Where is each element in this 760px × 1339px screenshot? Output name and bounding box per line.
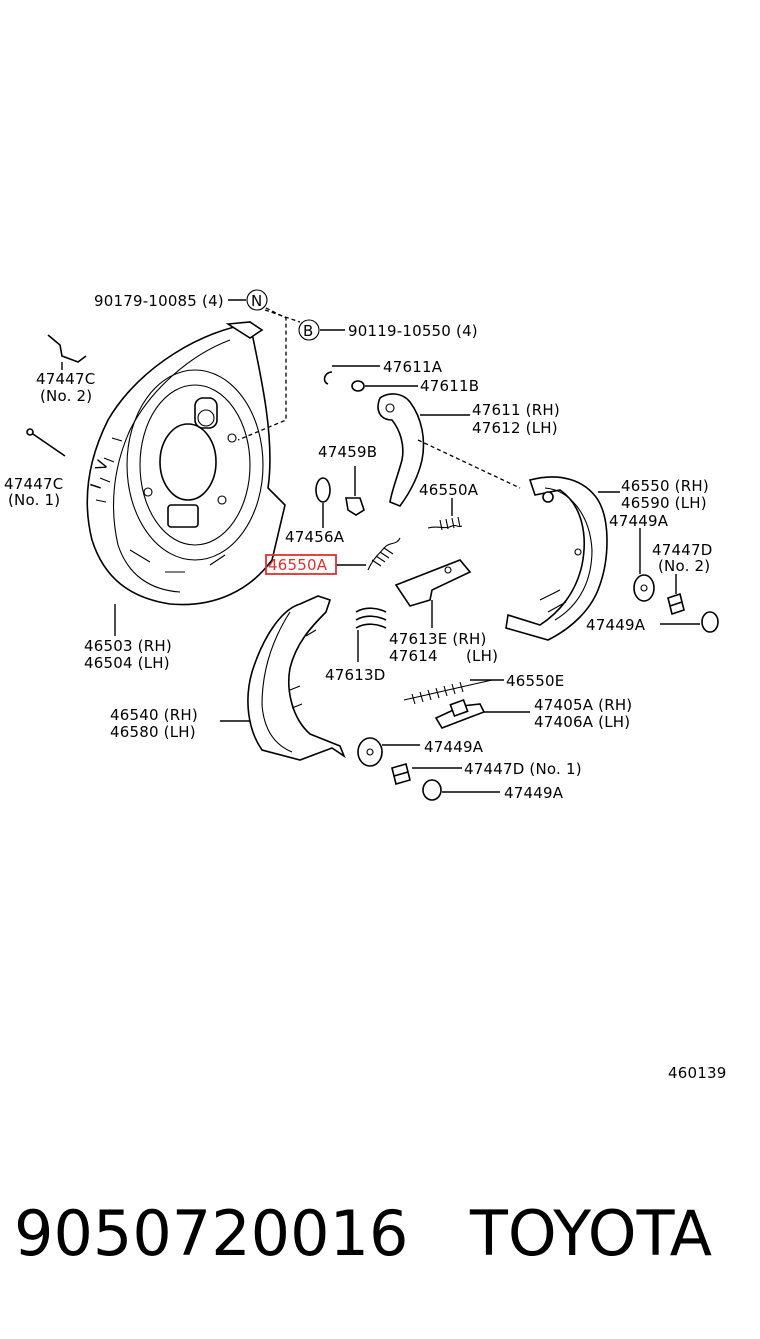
washer-47456a: [315, 477, 331, 503]
label-47614: 47614: [389, 647, 438, 665]
label-47447c-2b: (No. 2): [40, 387, 92, 405]
label-47447d-2a: 47447D: [652, 541, 712, 559]
dashed-leader-lever: [417, 439, 521, 489]
shoe-46540-lining: [261, 611, 293, 753]
label-46503: 46503 (RH): [84, 637, 172, 655]
lever-47611: [377, 393, 425, 507]
spring-46550e: [403, 679, 493, 701]
spring-46550a-highlight: [367, 537, 401, 571]
label-46540: 46540 (RH): [110, 706, 198, 724]
spring-46550e-coils: [411, 681, 464, 705]
highlight-box: [265, 554, 337, 575]
label-47447d-2b: (No. 2): [658, 557, 710, 575]
strut-47613e: [394, 559, 472, 607]
washer-47611b: [351, 380, 365, 392]
label-47613e: 47613E (RH): [389, 630, 487, 648]
spring-46550a-coils: [439, 516, 461, 531]
cup-47449a-1: [633, 574, 655, 602]
label-47449a-1: 47449A: [609, 512, 669, 530]
cup-47449a-1-center: [640, 584, 648, 592]
clip-47611a: [323, 371, 333, 385]
shoe-46550-lining: [544, 487, 593, 621]
shoe-46550: [505, 476, 608, 641]
label-47613d: 47613D: [325, 666, 385, 684]
label-46550: 46550 (RH): [621, 477, 709, 495]
label-46580: 46580 (LH): [110, 723, 196, 741]
label-46504: 46504 (LH): [84, 654, 170, 672]
label-47611b: 47611B: [420, 377, 479, 395]
label-47459b: 47459B: [318, 443, 377, 461]
label-47447c-2a: 47447C: [36, 370, 95, 388]
part-number: 9050720016: [14, 1197, 408, 1270]
brand-name: TOYOTA: [469, 1197, 712, 1270]
clip-47447c-2: [47, 334, 87, 363]
label-47447c-1b: (No. 1): [8, 491, 60, 509]
label-47405a: 47405A (RH): [534, 696, 632, 714]
shoe-46540-rib: [289, 629, 317, 709]
shoe-46550-rib: [539, 589, 567, 613]
marker-n-circle: [246, 289, 268, 311]
spring-47613d: [355, 607, 387, 629]
pin-47447c-1: [29, 431, 66, 457]
pin-head-47447c-1: [26, 428, 34, 436]
label-47447d-1: 47447D (No. 1): [464, 760, 582, 778]
cup-47449a-3: [357, 737, 383, 767]
label-46550e: 46550E: [506, 672, 564, 690]
marker-b-circle: [298, 319, 320, 341]
cup-47449a-4: [422, 779, 442, 801]
label-47456a: 47456A: [285, 528, 345, 546]
label-47447c-1a: 47447C: [4, 475, 63, 493]
shoe-46550-hole-2: [574, 548, 582, 556]
cup-47449a-2: [701, 611, 719, 633]
label-46550a-top: 46550A: [419, 481, 479, 499]
label-46590: 46590 (LH): [621, 494, 707, 512]
cup-47449a-3-center: [366, 748, 374, 756]
shoe-46550-hole: [542, 491, 554, 503]
label-47611a: 47611A: [383, 358, 443, 376]
pin-47459b: [345, 497, 365, 516]
dashed-leader-b: [264, 309, 301, 323]
dashed-leader-n: [237, 307, 287, 441]
label-47449a-4: 47449A: [504, 784, 564, 802]
label-47614-lh: (LH): [466, 647, 498, 665]
diagram-id: 460139: [668, 1064, 726, 1082]
spring-47447d-2: [667, 592, 685, 616]
backing-plate-drawing: V I: [86, 321, 286, 606]
adjuster-47405a-wheel: [449, 698, 469, 718]
label-47449a-3: 47449A: [424, 738, 484, 756]
label-47449a-2: 47449A: [586, 616, 646, 634]
lever-hole: [385, 403, 395, 413]
label-46550a-highlight[interactable]: 46550A: [268, 556, 328, 574]
strut-hole: [444, 566, 452, 574]
label-47406a: 47406A (LH): [534, 713, 630, 731]
label-bolt-n: 90179-10085 (4): [94, 292, 224, 310]
spring-46550a-top: [427, 524, 463, 529]
spring-46550a-hl-coils: [371, 547, 394, 567]
label-47611: 47611 (RH): [472, 401, 560, 419]
svg-text:I: I: [87, 481, 106, 491]
shoe-46540: [247, 595, 346, 761]
label-bolt-b: 90119-10550 (4): [348, 322, 478, 340]
spring-47447d-1: [391, 763, 411, 785]
marker-n-label: N: [251, 292, 262, 310]
label-47612: 47612 (LH): [472, 419, 558, 437]
marker-b-label: B: [303, 322, 314, 340]
